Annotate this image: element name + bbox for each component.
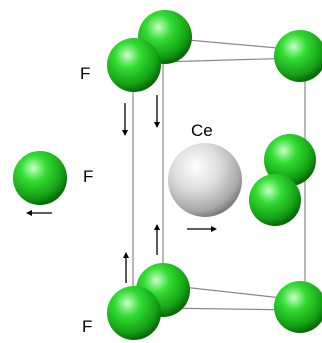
fluorine-atom (107, 38, 161, 92)
fluorine-atoms (13, 10, 322, 340)
displacement-arrows (26, 95, 217, 283)
fluorine-label-top: F (80, 64, 90, 83)
fluorine-atom (13, 151, 67, 205)
fluorine-atom (249, 174, 301, 226)
cerium-label: Ce (191, 121, 213, 140)
atom-labels: F F F Ce (80, 64, 213, 336)
fluorine-atom (264, 134, 316, 186)
cerium-atoms (168, 143, 242, 217)
cerium-atom (168, 143, 242, 217)
fluorine-atom (274, 281, 322, 333)
fluorine-atom (274, 30, 322, 82)
fluorine-atom (107, 286, 161, 340)
fluorine-label-middle: F (83, 167, 93, 186)
fluorine-label-bottom: F (82, 317, 92, 336)
